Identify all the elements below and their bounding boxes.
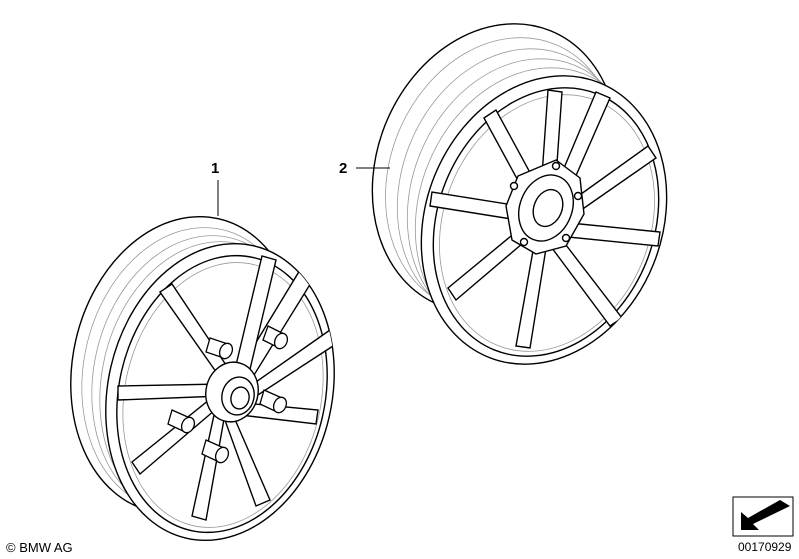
callout-1: 1 — [211, 160, 220, 177]
wheel-2-hub — [532, 188, 564, 228]
callout-2: 2 — [339, 160, 348, 177]
arrow-stamp-icon — [732, 496, 794, 537]
wheel-1-bolts — [167, 325, 289, 464]
diagram-id-label: 00170929 — [738, 540, 792, 554]
wheel-1 — [70, 215, 337, 542]
wheel-2-bolt-holes — [509, 161, 583, 247]
wheel-2 — [371, 23, 668, 365]
copyright-label: © BMW AG — [6, 540, 73, 555]
